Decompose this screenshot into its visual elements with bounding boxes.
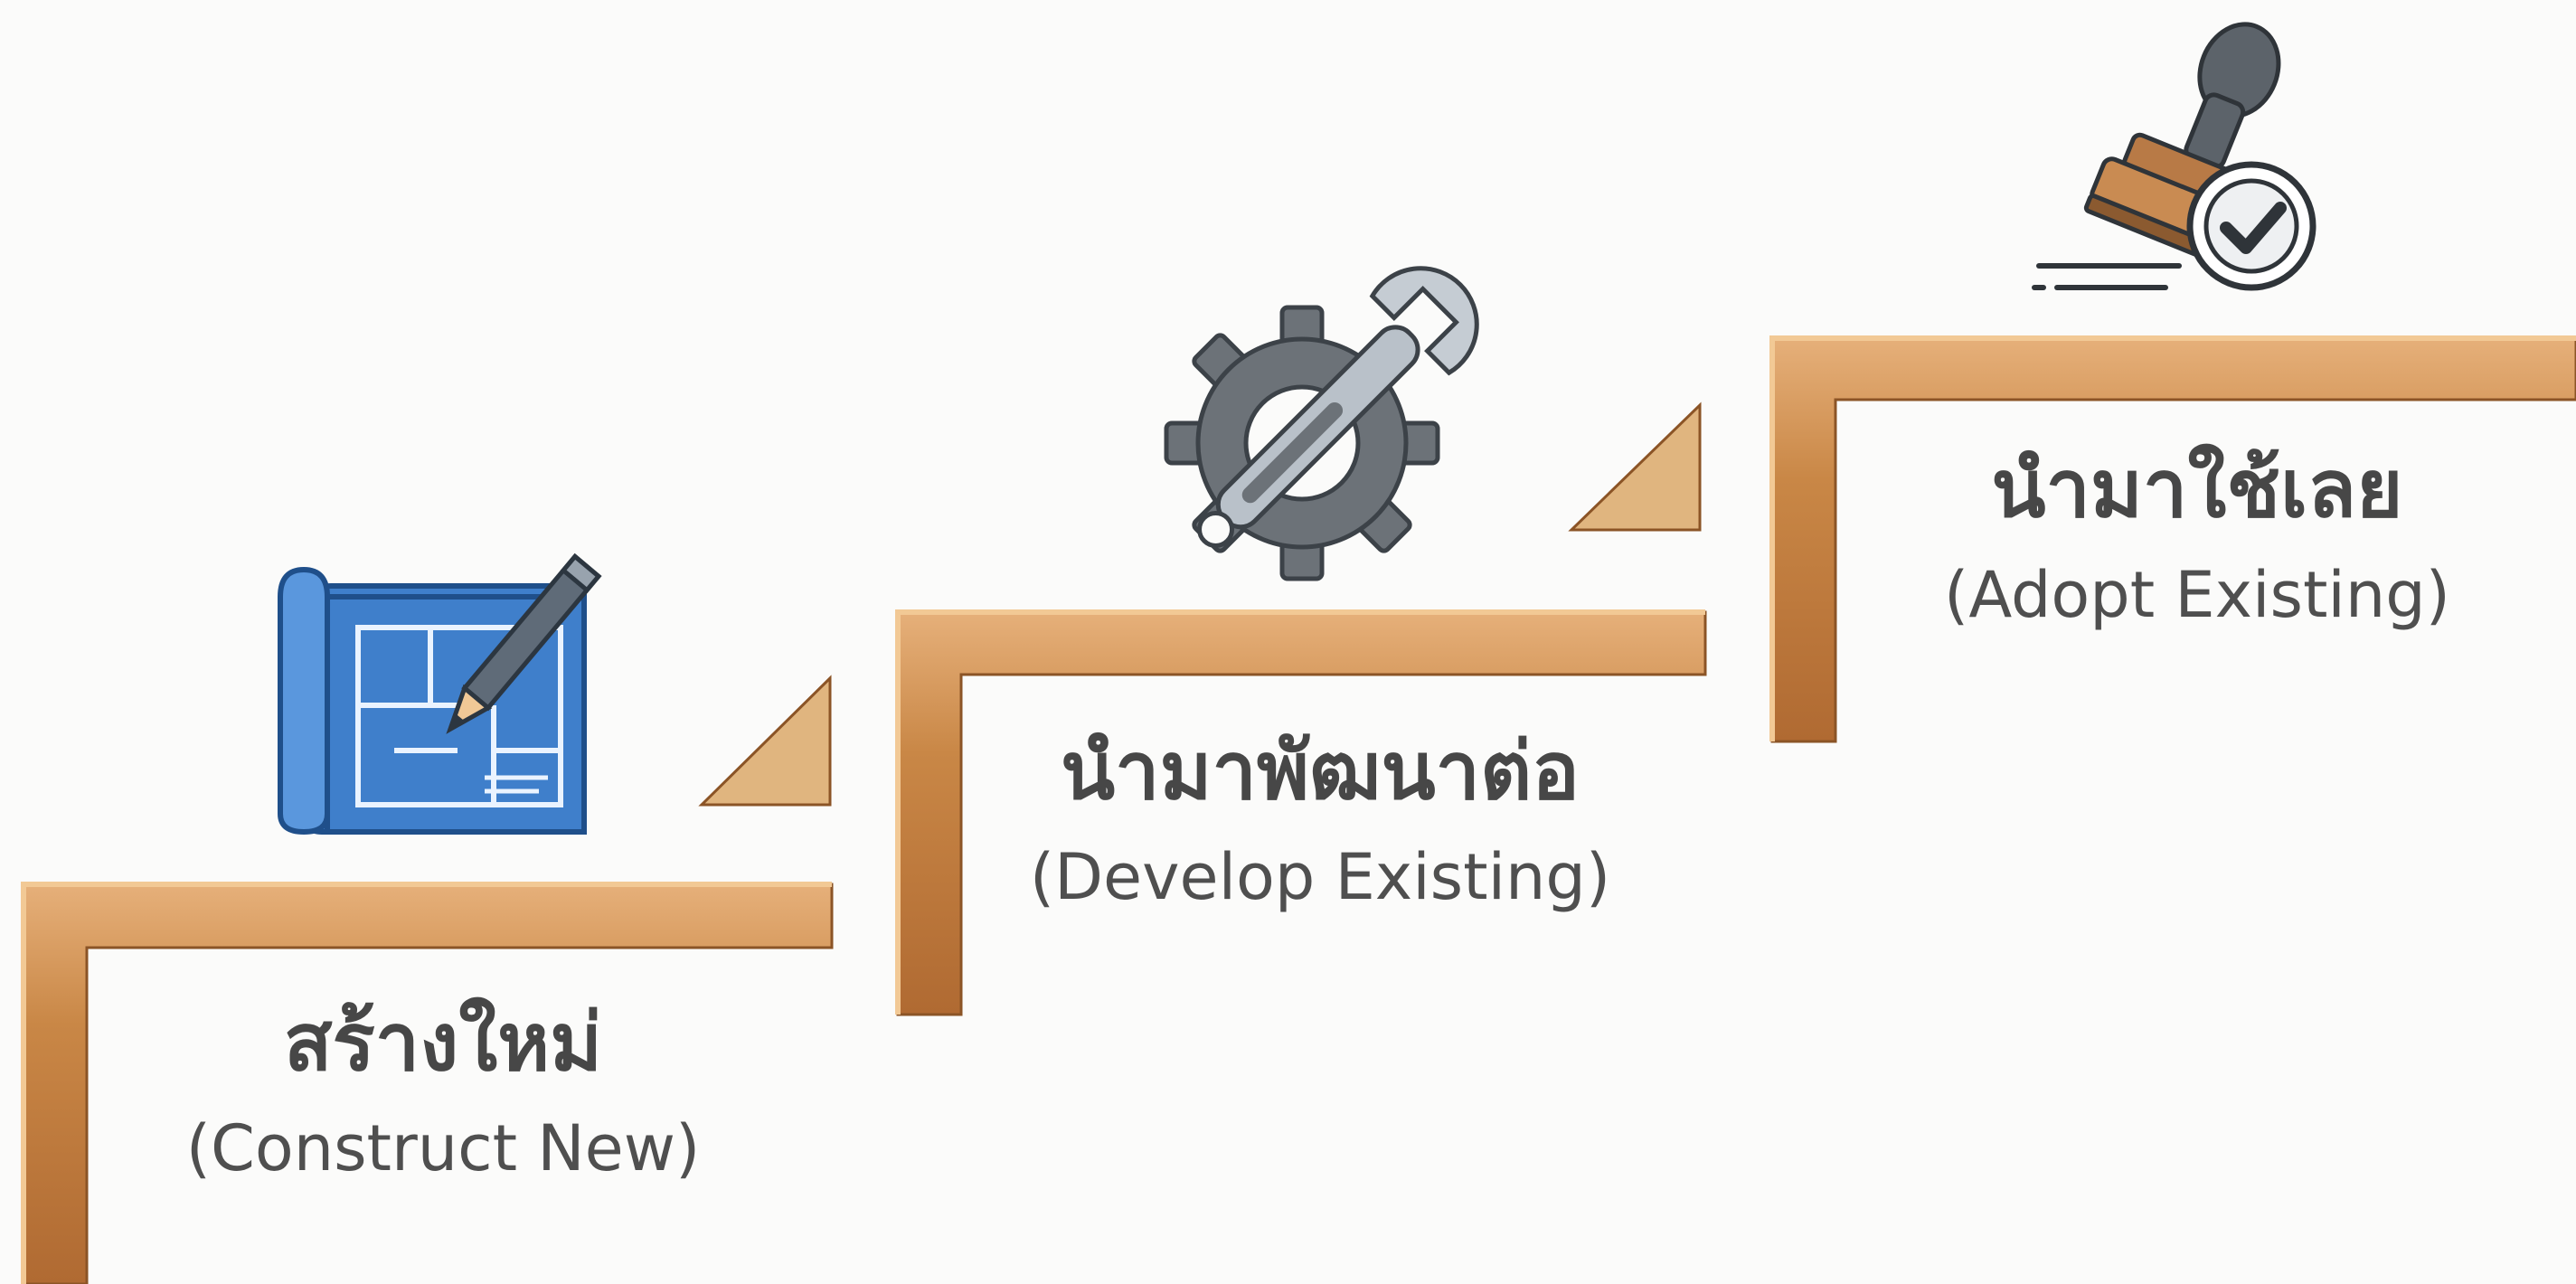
step-2-title-english: (Develop Existing)	[1029, 839, 1611, 914]
step-2-title-thai: นำมาพัฒนาต่อ	[1060, 724, 1581, 817]
wrench-gear-icon	[1164, 266, 1479, 581]
step-1-bracket	[21, 882, 834, 1284]
step-3-title-english: (Adopt Existing)	[1944, 557, 2450, 632]
step-1-title-english: (Construct New)	[185, 1110, 701, 1185]
step-3-bracket	[1769, 335, 2576, 743]
step-3-label: นำมาใช้เลย (Adopt Existing)	[1781, 441, 2576, 633]
step-1-label: สร้างใหม่ (Construct New)	[36, 995, 850, 1186]
step-2-label: นำมาพัฒนาต่อ (Develop Existing)	[904, 723, 1736, 915]
blueprint-pencil-icon	[278, 552, 602, 836]
step-3-title-thai: นำมาใช้เลย	[1991, 442, 2403, 535]
step-2-corner-wedge	[1568, 401, 1702, 532]
step-1-corner-wedge	[698, 675, 832, 807]
step-2-bracket	[895, 609, 1707, 1016]
approval-stamp-icon	[2032, 22, 2317, 291]
step-1-title-thai: สร้างใหม่	[283, 996, 603, 1089]
